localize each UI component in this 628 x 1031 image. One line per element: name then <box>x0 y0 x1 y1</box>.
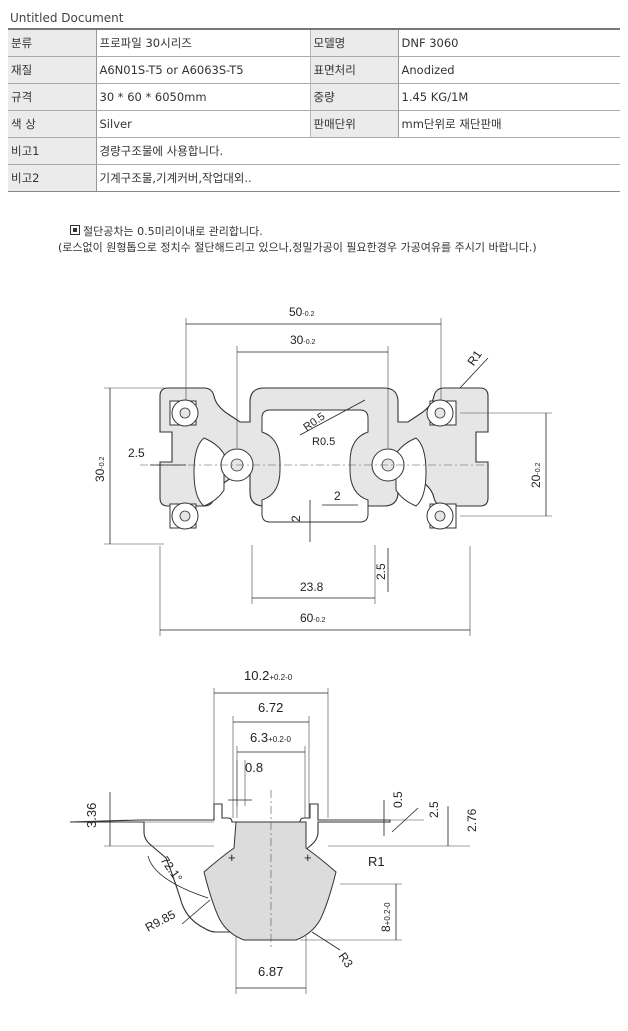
dim-25-leader <box>391 807 419 833</box>
dim-r1-label: R1 <box>368 854 385 869</box>
dim-25-bottom-label: 2.5 <box>374 563 388 580</box>
dim-8-label: 8+0.2-0 <box>379 902 393 932</box>
dim-50-label: 50-0.2 <box>289 305 315 319</box>
spec-key: 분류 <box>8 28 97 57</box>
dim-238-label: 23.8 <box>300 580 324 594</box>
spec-value: 프로파일 30시리즈 <box>96 28 311 57</box>
spec-key: 중량 <box>310 83 399 111</box>
dim-2-b-label: 2 <box>334 489 341 503</box>
table-row: 재질 A6N01S-T5 or A6063S-T5 표면처리 Anodized <box>8 56 620 84</box>
dim-r1-leader <box>459 357 489 389</box>
crosshair-marker: + <box>304 850 312 865</box>
dim-height-label: 30-0.2 <box>93 456 107 482</box>
spec-table: 분류 프로파일 30시리즈 모델명 DNF 3060 재질 A6N01S-T5 … <box>8 28 620 192</box>
profile-cross-section-drawing: 50-0.2 30-0.2 R1 R0.5 R0.5 30-0.2 2.5 20… <box>93 305 552 636</box>
note-key: 비고1 <box>8 137 97 165</box>
spec-key: 재질 <box>8 56 97 84</box>
dim-60-label: 60-0.2 <box>300 611 326 625</box>
bullet-square-icon <box>70 225 80 235</box>
spec-key: 판매단위 <box>310 110 399 138</box>
table-row: 분류 프로파일 30시리즈 모델명 DNF 3060 <box>8 28 620 57</box>
dim-r05-b-label: R0.5 <box>312 436 335 448</box>
dim-05-label: 0.5 <box>391 791 405 808</box>
slot-detail-drawing: + + 10.2+0.2-0 6.72 6.3+0.2-0 0.8 3.36 0… <box>69 668 479 994</box>
dim-2-a-label: 2 <box>289 515 303 522</box>
spec-key: 규격 <box>8 83 97 111</box>
core-hole <box>426 399 454 427</box>
dim-r05-leader <box>299 399 366 436</box>
spec-value: DNF 3060 <box>398 28 620 57</box>
dim-r985-label: R9.85 <box>143 907 178 935</box>
table-row: 비고1 경량구조물에 사용합니다. <box>8 137 620 165</box>
dim-276-label: 2.76 <box>465 808 479 832</box>
dim-r985-leader <box>181 899 211 925</box>
notice-line-2: (로스없이 원형톱으로 정치수 절단해드리고 있으나,정밀가공이 필요한경우 가… <box>58 241 537 254</box>
dim-336-label: 3.36 <box>84 803 99 828</box>
dim-63-label: 6.3+0.2-0 <box>250 730 292 745</box>
spec-value: mm단위로 재단판매 <box>398 110 620 138</box>
dim-672-label: 6.72 <box>258 700 283 715</box>
spec-value: 1.45 KG/1M <box>398 83 620 111</box>
crosshair-marker: + <box>228 850 236 865</box>
spec-key: 모델명 <box>310 28 399 57</box>
right-side-cavity <box>395 437 427 507</box>
table-row: 비고2 기계구조물,기계커버,작업대외.. <box>8 164 620 192</box>
dim-102-label: 10.2+0.2-0 <box>244 668 293 683</box>
core-hole <box>426 502 454 530</box>
dim-20-label: 20-0.2 <box>529 462 543 488</box>
spec-value: A6N01S-T5 or A6063S-T5 <box>96 56 311 84</box>
dim-r3-label: R3 <box>336 950 356 971</box>
center-cavity <box>261 409 369 523</box>
dim-25-left-label: 2.5 <box>128 446 145 460</box>
dim-08-label: 0.8 <box>245 760 263 775</box>
note-value: 기계구조물,기계커버,작업대외.. <box>96 164 620 192</box>
slot-filled-region <box>203 821 337 941</box>
note-value: 경량구조물에 사용합니다. <box>96 137 620 165</box>
dim-30-label: 30-0.2 <box>290 333 316 347</box>
spec-key: 표면처리 <box>310 56 399 84</box>
notice-line-1: 절단공차는 0.5미리이내로 관리합니다. <box>83 225 263 238</box>
spec-key: 색 상 <box>8 110 97 138</box>
dim-r3-leader <box>311 931 341 951</box>
dim-25-label: 2.5 <box>427 801 441 818</box>
spec-value: 30 * 60 * 6050mm <box>96 83 311 111</box>
table-row: 규격 30 * 60 * 6050mm 중량 1.45 KG/1M <box>8 83 620 111</box>
core-hole <box>171 502 199 530</box>
dim-687-label: 6.87 <box>258 964 283 979</box>
note-key: 비고2 <box>8 164 97 192</box>
core-hole <box>171 399 199 427</box>
table-row: 색 상 Silver 판매단위 mm단위로 재단판매 <box>8 110 620 138</box>
spec-value: Silver <box>96 110 311 138</box>
spec-value: Anodized <box>398 56 620 84</box>
cutting-notice: 절단공차는 0.5미리이내로 관리합니다. (로스없이 원형톱으로 정치수 절단… <box>58 224 537 256</box>
left-side-cavity <box>193 437 225 507</box>
document-title: Untitled Document <box>10 11 124 25</box>
dim-angle-arc <box>147 855 209 899</box>
